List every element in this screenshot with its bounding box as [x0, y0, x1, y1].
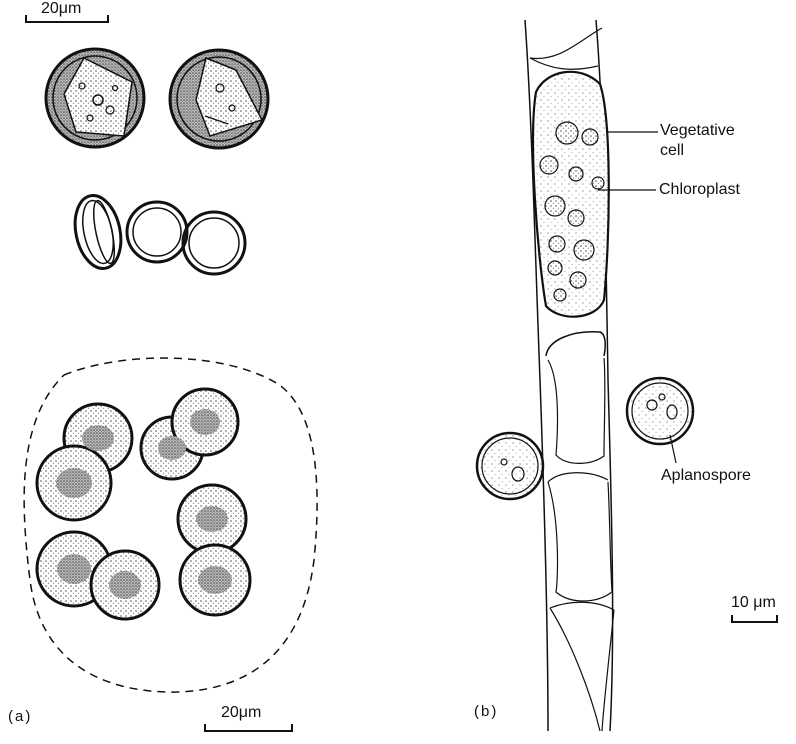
scale-label-b: 10 μm [731, 594, 776, 612]
scale-bar-b [732, 615, 777, 622]
label-chloroplast: Chloroplast [659, 181, 740, 199]
panel-b-label: (b) [474, 703, 498, 721]
aplanospore-left [477, 433, 543, 499]
scale-label-bottom: 20μm [221, 704, 261, 722]
zygote-cell-2 [170, 50, 268, 148]
label-vegetative: Vegetative [660, 122, 735, 140]
zygote-cell-1 [46, 49, 144, 147]
scale-bar-bottom [205, 724, 292, 731]
label-cell: cell [660, 142, 684, 160]
colony-group [24, 358, 317, 692]
scale-label-top: 20μm [41, 0, 81, 18]
label-aplanospore: Aplanospore [661, 467, 751, 485]
aplanospore-right [627, 378, 693, 444]
panel-a-label: (a) [8, 708, 32, 726]
ring-cells [69, 191, 245, 274]
